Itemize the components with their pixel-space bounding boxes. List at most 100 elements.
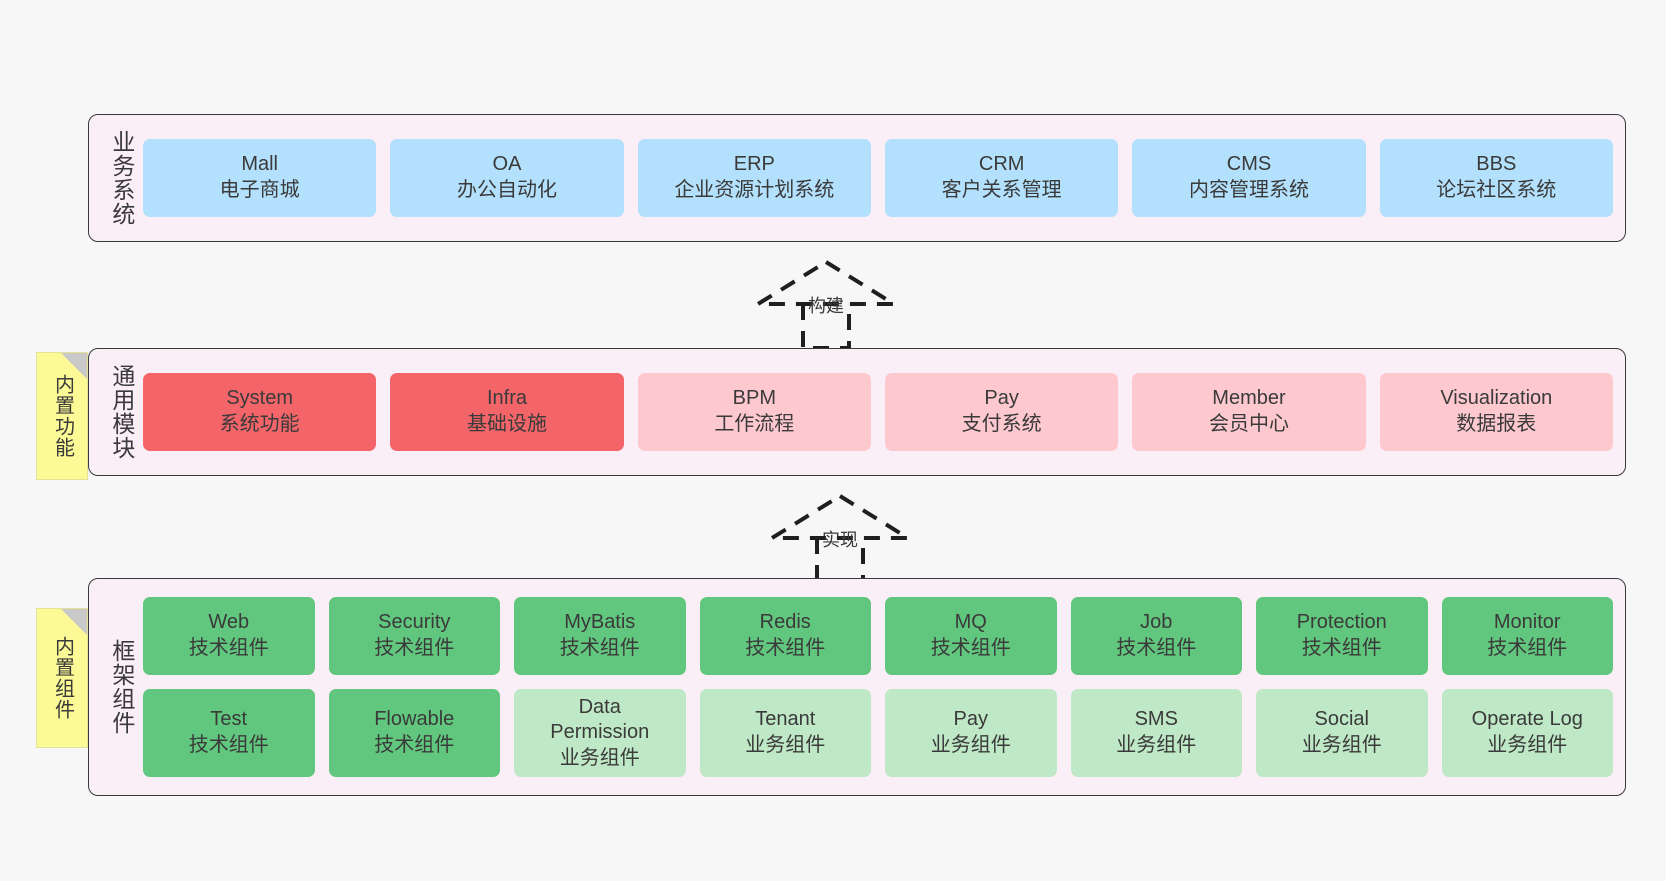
card-security[interactable]: Security 技术组件 — [328, 596, 500, 675]
card-flowable[interactable]: Flowable 技术组件 — [328, 688, 500, 778]
card-subtitle: 会员中心 — [1208, 413, 1289, 435]
sticky-note-label: 内置组件 — [51, 636, 74, 720]
card-erp[interactable]: ERP 企业资源计划系统 — [637, 139, 871, 217]
layer-body-common: System 系统功能 Infra 基础设施 BPM 工作流程 Pay 支付系统… — [143, 359, 1613, 465]
layer-title-business: 业务系统 — [108, 130, 135, 226]
card-subtitle: 内容管理系统 — [1188, 179, 1309, 201]
card-visualization[interactable]: Visualization 数据报表 — [1379, 373, 1613, 451]
layer-business-system: 业务系统 Mall 电子商城 OA 办公自动化 ERP 企业资源计划系统 CRM… — [88, 114, 1626, 242]
card-monitor[interactable]: Monitor 技术组件 — [1441, 596, 1613, 675]
card-title: Pay — [984, 387, 1019, 410]
layer-title-framework: 框架组件 — [108, 639, 135, 735]
card-subtitle: 论坛社区系统 — [1436, 179, 1557, 201]
card-cms[interactable]: CMS 内容管理系统 — [1132, 139, 1366, 217]
card-redis[interactable]: Redis 技术组件 — [699, 596, 871, 675]
layer-body-framework: Web 技术组件 Security 技术组件 MyBatis 技术组件 Redi… — [143, 589, 1613, 785]
card-title: Pay — [953, 708, 988, 731]
card-subtitle: 技术组件 — [559, 636, 640, 659]
card-title: Member — [1212, 387, 1286, 410]
card-crm[interactable]: CRM 客户关系管理 — [884, 139, 1119, 217]
card-subtitle: 客户关系管理 — [941, 179, 1062, 201]
sticky-note-builtin-features: 内置功能 — [36, 352, 88, 480]
card-title: Test — [210, 708, 248, 731]
card-operate-log[interactable]: Operate Log 业务组件 — [1441, 688, 1613, 778]
card-subtitle: 技术组件 — [1116, 636, 1197, 659]
card-subtitle: 技术组件 — [1301, 636, 1382, 659]
card-title: Redis — [759, 611, 811, 634]
card-data-permission[interactable]: Data Permission 业务组件 — [514, 688, 686, 778]
card-title: Mall — [241, 153, 278, 176]
card-title: OA — [492, 153, 522, 176]
sticky-note-label: 内置功能 — [51, 374, 74, 458]
card-subtitle: 业务组件 — [1116, 734, 1197, 756]
card-title: Tenant — [755, 708, 816, 731]
card-subtitle: 技术组件 — [745, 636, 826, 659]
card-title: Operate Log — [1471, 708, 1583, 731]
card-row: System 系统功能 Infra 基础设施 BPM 工作流程 Pay 支付系统… — [143, 373, 1613, 451]
card-subtitle: 系统功能 — [219, 413, 300, 435]
card-title: Web — [208, 611, 250, 634]
card-subtitle: 业务组件 — [745, 734, 826, 756]
connector-label-build: 构建 — [808, 296, 844, 316]
card-subtitle: 技术组件 — [1487, 636, 1568, 659]
card-title: SMS — [1134, 708, 1178, 731]
card-subtitle: 数据报表 — [1456, 413, 1537, 435]
card-mq[interactable]: MQ 技术组件 — [885, 596, 1057, 675]
card-title: BPM — [732, 387, 776, 410]
connector-build: 构建 — [750, 258, 902, 350]
card-subtitle: 支付系统 — [961, 413, 1042, 435]
card-subtitle: 业务组件 — [1301, 734, 1382, 756]
card-tenant[interactable]: Tenant 业务组件 — [699, 688, 871, 778]
card-title: CMS — [1226, 153, 1272, 176]
card-subtitle: 企业资源计划系统 — [674, 179, 835, 201]
card-bbs[interactable]: BBS 论坛社区系统 — [1379, 139, 1613, 217]
card-web[interactable]: Web 技术组件 — [143, 596, 315, 675]
card-title: Flowable — [374, 708, 455, 731]
card-title: System — [226, 387, 293, 410]
card-title: Social — [1314, 708, 1369, 731]
layer-title-common: 通用模块 — [108, 364, 135, 460]
card-row: Mall 电子商城 OA 办公自动化 ERP 企业资源计划系统 CRM 客户关系… — [143, 139, 1613, 217]
card-member[interactable]: Member 会员中心 — [1132, 373, 1366, 451]
card-pay-component[interactable]: Pay 业务组件 — [885, 688, 1057, 778]
card-title: CRM — [978, 153, 1025, 176]
card-title: Security — [378, 611, 451, 634]
card-system[interactable]: System 系统功能 — [143, 373, 377, 451]
card-subtitle: 业务组件 — [559, 746, 640, 769]
card-title: MyBatis — [564, 611, 636, 634]
card-title: ERP — [733, 153, 775, 176]
card-subtitle: 业务组件 — [1487, 734, 1568, 756]
card-subtitle: 基础设施 — [466, 413, 547, 435]
card-infra[interactable]: Infra 基础设施 — [390, 373, 624, 451]
card-title: Job — [1140, 611, 1173, 634]
card-pay[interactable]: Pay 支付系统 — [884, 373, 1119, 451]
card-subtitle: 电子商城 — [219, 179, 300, 201]
card-title: Monitor — [1493, 611, 1561, 634]
card-oa[interactable]: OA 办公自动化 — [390, 139, 624, 217]
card-row: Test 技术组件 Flowable 技术组件 Data Permission … — [143, 688, 1613, 778]
card-title: MQ — [954, 611, 987, 634]
card-mybatis[interactable]: MyBatis 技术组件 — [514, 596, 686, 675]
card-subtitle: 办公自动化 — [456, 179, 557, 201]
card-subtitle: 技术组件 — [188, 636, 269, 659]
card-social[interactable]: Social 业务组件 — [1256, 688, 1428, 778]
card-title: Data Permission — [550, 695, 650, 744]
card-subtitle: 技术组件 — [188, 734, 269, 756]
card-title: Protection — [1296, 611, 1387, 634]
card-sms[interactable]: SMS 业务组件 — [1070, 688, 1242, 778]
card-subtitle: 业务组件 — [930, 734, 1011, 756]
card-subtitle: 工作流程 — [714, 413, 795, 435]
card-subtitle: 技术组件 — [930, 636, 1011, 659]
card-job[interactable]: Job 技术组件 — [1070, 596, 1242, 675]
card-title: Visualization — [1440, 387, 1553, 410]
card-mall[interactable]: Mall 电子商城 — [143, 139, 377, 217]
card-title: Infra — [486, 387, 527, 410]
card-protection[interactable]: Protection 技术组件 — [1256, 596, 1428, 675]
card-subtitle: 技术组件 — [374, 734, 455, 756]
layer-body-business: Mall 电子商城 OA 办公自动化 ERP 企业资源计划系统 CRM 客户关系… — [143, 125, 1613, 231]
card-bpm[interactable]: BPM 工作流程 — [637, 373, 871, 451]
layer-framework-component: 框架组件 Web 技术组件 Security 技术组件 MyBatis 技术组件… — [88, 578, 1626, 796]
card-test[interactable]: Test 技术组件 — [143, 688, 315, 778]
card-row: Web 技术组件 Security 技术组件 MyBatis 技术组件 Redi… — [143, 596, 1613, 675]
